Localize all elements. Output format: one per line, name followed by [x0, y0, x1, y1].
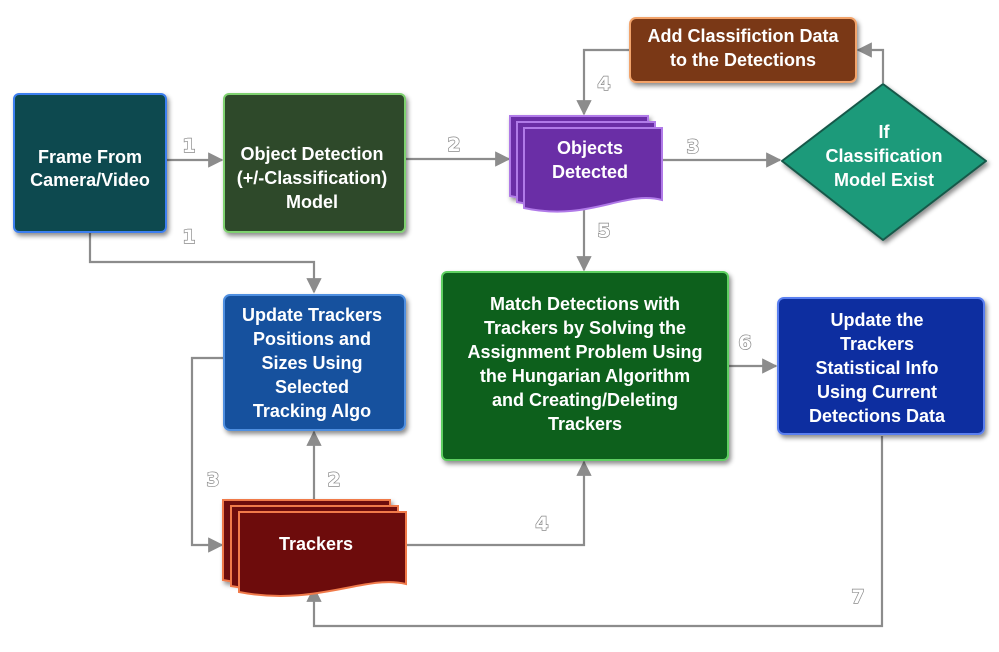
node-object-detection: Object Detection (+/-Classification) Model [223, 93, 406, 233]
node-detection-box [223, 93, 406, 233]
label-line: Update Trackers [242, 305, 382, 325]
step-labels: 1 1 2 3 4 5 6 7 2 3 4 [182, 72, 866, 608]
label-line: Object Detection [240, 144, 383, 164]
label-line: Camera/Video [30, 170, 150, 190]
label-line: to the Detections [670, 50, 816, 70]
connector-classif-to-objects [576, 48, 630, 116]
label-line: Model [286, 192, 338, 212]
step-label: 3 [686, 136, 699, 158]
label-line: Model Exist [834, 170, 934, 190]
node-stats-box [777, 297, 985, 435]
step-label: 1 [182, 135, 195, 157]
step-label: 7 [851, 586, 864, 608]
node-objects-sheet-front [523, 127, 663, 213]
label-line: Trackers [548, 414, 622, 434]
connector-update-to-trackers [190, 356, 224, 553]
label-line: Match Detections with [490, 294, 680, 314]
node-if-diamond [781, 83, 987, 241]
label-line: Assignment Problem Using [467, 342, 702, 362]
node-classif-label: Add Classifiction Data to the Detections [647, 26, 839, 70]
label-line: Sizes Using [261, 353, 362, 373]
step-label: 4 [597, 73, 610, 95]
label-line: Trackers by Solving the [484, 318, 686, 338]
node-trackers-label: Trackers [279, 534, 353, 554]
label-line: Selected [275, 377, 349, 397]
step-label: 1 [182, 226, 195, 248]
node-frame-box [13, 93, 167, 233]
step-label: 3 [206, 469, 219, 491]
label-line: Update the [830, 310, 923, 330]
node-classif-box [629, 17, 857, 83]
node-add-classification-data: Add Classifiction Data to the Detections [629, 17, 857, 83]
label-line: Tracking Algo [253, 401, 371, 421]
connectors [88, 42, 885, 628]
connector-stats-to-trackers [306, 436, 884, 628]
label-line: If [879, 122, 891, 142]
node-match-box [441, 271, 729, 461]
connector-if-to-classif [856, 42, 885, 83]
connector-frame-to-update [88, 232, 322, 294]
label-line: Classification [825, 146, 942, 166]
label-line: Positions and [253, 329, 371, 349]
node-trackers-sheet-front [238, 511, 407, 597]
label-line: Trackers [840, 334, 914, 354]
label-line: Detections Data [809, 406, 946, 426]
label-line: Objects [557, 138, 623, 158]
step-label: 4 [535, 513, 548, 535]
node-update-box [223, 294, 406, 431]
step-label: 5 [597, 220, 610, 242]
label-line: Using Current [817, 382, 937, 402]
label-line: and Creating/Deleting [492, 390, 678, 410]
label-line: Frame From [38, 147, 142, 167]
label-line: Add Classifiction Data [647, 26, 839, 46]
node-detection-label: Object Detection (+/-Classification) Model [237, 144, 388, 212]
label-line: Statistical Info [815, 358, 938, 378]
node-trackers: Trackers [222, 499, 407, 597]
step-label: 6 [738, 332, 751, 354]
step-label: 2 [327, 469, 340, 491]
connector-trackers-to-match [406, 460, 592, 547]
label-line: (+/-Classification) [237, 168, 388, 188]
label-line: Trackers [279, 534, 353, 554]
label-line: the Hungarian Algorithm [480, 366, 690, 386]
step-label: 2 [447, 134, 460, 156]
label-line: Detected [552, 162, 628, 182]
